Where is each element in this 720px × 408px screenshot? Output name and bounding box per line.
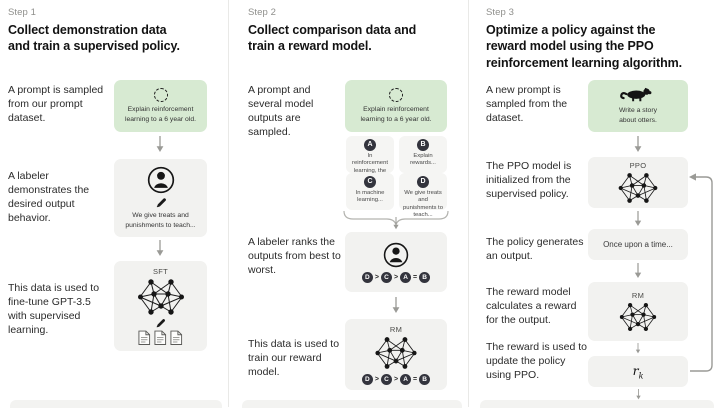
step-3-heading: Optimize a policy against the reward mod…: [486, 23, 683, 70]
down-arrow-icon: [633, 136, 643, 153]
step-2-annotation-train: This data is used to train our reward mo…: [248, 338, 340, 378]
output-chip-c: C In machine learning...: [346, 173, 394, 210]
policy-output-text: Once upon a time...: [603, 240, 673, 249]
down-arrow-icon: [635, 343, 641, 354]
policy-output-box: Once upon a time...: [588, 229, 688, 260]
labeler-person-icon: [147, 166, 174, 194]
down-arrow-icon: [155, 240, 165, 257]
rank-separator: =: [413, 273, 418, 281]
labeler-box-step1: We give treats and punishments to teach.…: [114, 159, 207, 237]
column-divider-1: [228, 0, 229, 407]
rank-separator: >: [393, 273, 399, 281]
neural-network-icon: [375, 336, 417, 369]
step-2-label: Step 2: [248, 7, 277, 18]
output-chip-b: B Explain rewards...: [399, 136, 447, 173]
output-text-b: Explain rewards...: [410, 153, 436, 167]
step-3-label: Step 3: [486, 7, 515, 18]
reward-model-box-step2: RM D > C > A = B: [345, 319, 447, 390]
rank-separator: >: [374, 375, 379, 383]
output-text-c: In machine learning...: [355, 190, 385, 204]
labeler-box-step2: D > C > A = B: [345, 232, 447, 292]
neural-network-icon: [137, 278, 184, 315]
prompt-box-step3: Write a story about otters.: [588, 80, 688, 132]
ranking-row: D > C > A = B: [361, 271, 431, 283]
step-3-annotation-prompt: A new prompt is sampled from the dataset…: [486, 84, 568, 124]
rank-letter: A: [400, 373, 412, 385]
sft-label: SFT: [152, 266, 169, 276]
down-arrow-icon: [634, 263, 642, 279]
rank-separator: >: [393, 375, 399, 383]
step-3-annotation-reward-calc: The reward model calculates a reward for…: [486, 286, 577, 326]
training-documents: [138, 330, 183, 346]
bottom-band: [242, 400, 462, 408]
labeler-person-icon: [383, 242, 409, 267]
down-arrow-icon: [391, 297, 401, 314]
step-2-annotation-sample: A prompt and several model outputs are s…: [248, 84, 314, 138]
output-text-d: We give treats and punishments to teach.…: [403, 190, 443, 219]
document-icon: [154, 330, 167, 345]
otter-icon: [620, 87, 653, 103]
sample-refresh-icon: [153, 87, 168, 102]
prompt-caption: Explain reinforcement learning to a 6 ye…: [124, 105, 197, 123]
letter-badge-d: D: [417, 176, 429, 188]
labeler-caption: We give treats and punishments to teach.…: [125, 211, 196, 229]
document-icon: [170, 330, 183, 345]
step-1-label: Step 1: [8, 7, 37, 18]
down-arrow-icon: [634, 211, 642, 227]
rank-letter: C: [380, 373, 392, 385]
feedback-loop-arrow: [689, 173, 713, 372]
letter-badge-c: C: [364, 176, 376, 188]
rank-letter: D: [361, 271, 373, 283]
letter-badge-a: A: [364, 139, 376, 151]
document-icon: [138, 330, 151, 345]
pencil-icon: [156, 318, 166, 327]
rank-letter: B: [419, 373, 431, 385]
step-2-annotation-rank: A labeler ranks the outputs from best to…: [248, 236, 341, 276]
output-chip-d: D We give treats and punishments to teac…: [399, 173, 447, 218]
prompt-box-step2: Explain reinforcement learning to a 6 ye…: [345, 80, 447, 132]
reward-model-box-step3: RM: [588, 282, 688, 341]
prompt-caption: Explain reinforcement learning to a 6 ye…: [360, 105, 432, 123]
step-3-annotation-ppo-init: The PPO model is initialized from the su…: [486, 160, 572, 200]
step-2-heading: Collect comparison data and train a rewa…: [248, 23, 417, 54]
reward-value-box: rk: [588, 356, 688, 387]
ppo-model-box: PPO: [588, 157, 688, 208]
letter-badge-b: B: [417, 139, 429, 151]
step-1-annotation-prompt: A prompt is sampled from our prompt data…: [8, 84, 104, 124]
bottom-band: [10, 400, 222, 408]
pencil-icon: [156, 197, 166, 208]
step-1-annotation-labeler: A labeler demonstrates the desired outpu…: [8, 170, 90, 224]
rm-label: RM: [389, 324, 403, 334]
step-1-annotation-finetune: This data is used to fine-tune GPT-3.5 w…: [8, 282, 100, 336]
step-1-heading: Collect demonstration data and train a s…: [8, 23, 180, 54]
down-arrow-icon: [635, 389, 642, 400]
rank-letter: B: [419, 271, 431, 283]
sample-refresh-icon: [389, 87, 403, 102]
rm-label: RM: [631, 291, 645, 300]
ranking-row: D > C > A = B: [361, 373, 431, 385]
column-divider-2: [468, 0, 469, 407]
down-arrow-icon: [392, 217, 400, 230]
step-3-annotation-output: The policy generates an output.: [486, 236, 584, 262]
ppo-label: PPO: [629, 161, 647, 170]
rank-letter: A: [400, 271, 412, 283]
reward-value: rk: [632, 362, 644, 381]
output-chip-a: A In reinforcement learning, the agent i…: [346, 136, 394, 181]
rank-letter: D: [361, 373, 373, 385]
prompt-caption: Write a story about otters.: [618, 107, 658, 124]
prompt-box-step1: Explain reinforcement learning to a 6 ye…: [114, 80, 207, 132]
down-arrow-icon: [155, 136, 165, 153]
rank-separator: =: [413, 375, 418, 383]
sft-model-box: SFT: [114, 261, 207, 351]
rank-separator: >: [374, 273, 379, 281]
neural-network-icon: [619, 302, 657, 332]
neural-network-icon: [618, 172, 658, 204]
bottom-band: [480, 400, 714, 408]
step-3-annotation-update: The reward is used to update the policy …: [486, 341, 587, 381]
rank-letter: C: [380, 271, 392, 283]
